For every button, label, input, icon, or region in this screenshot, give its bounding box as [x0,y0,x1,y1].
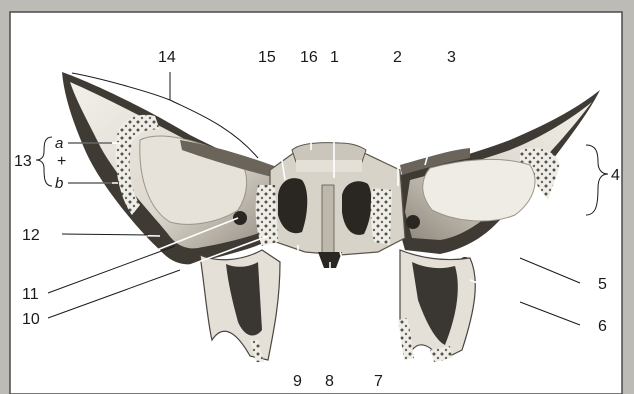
label-13: 13 [14,153,32,170]
right-concha [371,188,392,245]
label-3: 3 [447,49,456,66]
label-11: 11 [22,286,39,303]
sinus-septum [322,185,334,255]
right-wing-inner-face [423,159,535,221]
label-15: 15 [258,49,276,66]
label-a: a [55,135,63,152]
label-plus: + [57,153,66,170]
dorsum-crest [292,143,366,162]
label-10: 10 [22,311,40,328]
label-5: 5 [598,276,607,293]
label-6: 6 [598,318,607,335]
label-4: 4 [611,167,620,184]
label-9: 9 [293,373,302,390]
left-sinus-opening [278,178,307,233]
body-upper-band [296,160,362,172]
label-12: 12 [22,227,40,244]
label-8: 8 [325,373,334,390]
label-2: 2 [393,49,402,66]
label-14: 14 [158,49,176,66]
right-foramen-rotundum [406,215,420,229]
label-16: 16 [300,49,318,66]
label-b: b [55,175,63,192]
label-1: 1 [330,49,339,66]
label-7: 7 [374,373,383,390]
left-foramen-rotundum [233,211,247,225]
